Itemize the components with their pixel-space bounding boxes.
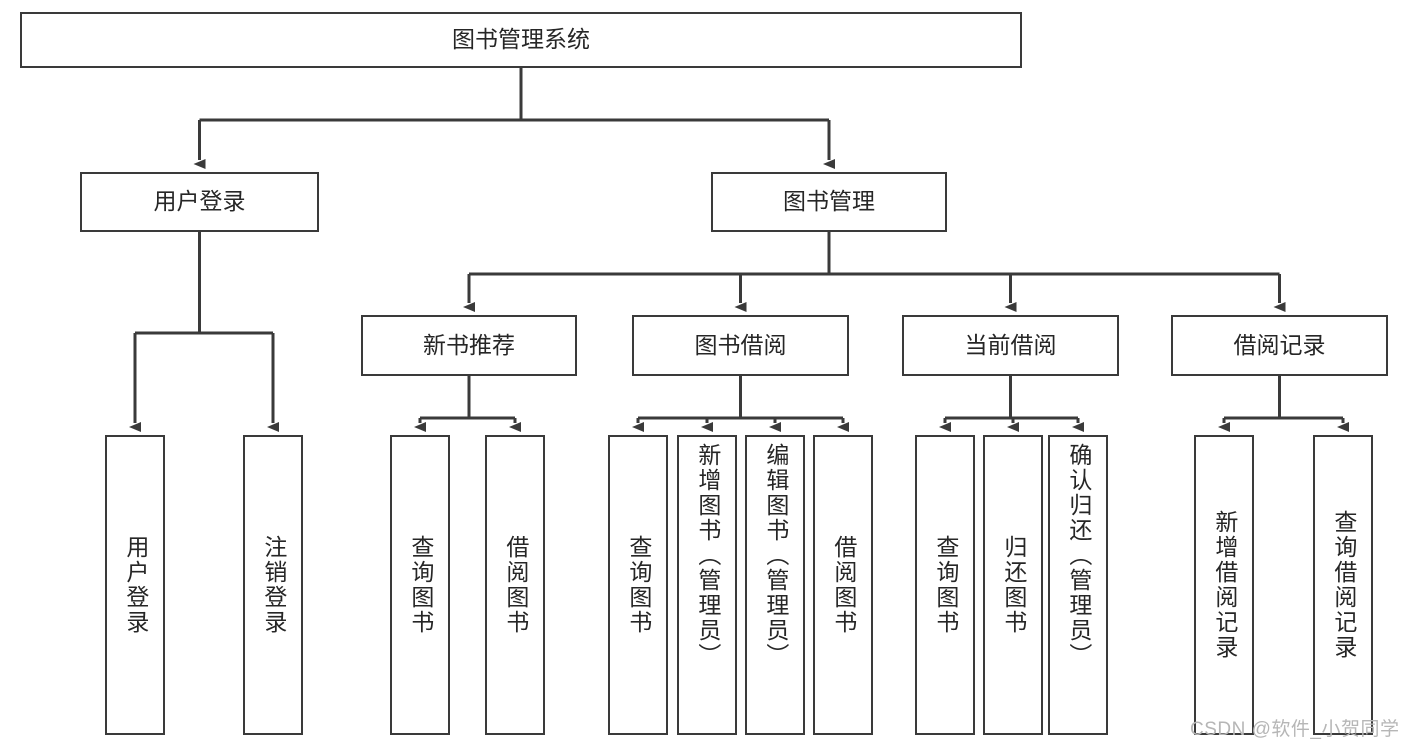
node-leaf-query-book-2[interactable]: 查询图书 (608, 435, 668, 735)
node-root[interactable]: 图书管理系统 (20, 12, 1022, 68)
node-current-borrow[interactable]: 当前借阅 (902, 315, 1119, 376)
node-label: 新书推荐 (423, 331, 515, 358)
node-leaf-query-borrow-record[interactable]: 查询借阅记录 (1313, 435, 1373, 735)
node-label: 借阅图书 (830, 535, 857, 635)
node-leaf-query-book-3[interactable]: 查询图书 (915, 435, 975, 735)
node-label: 查询图书 (625, 535, 652, 635)
node-label: 图书管理 (783, 188, 875, 215)
node-label: 借阅图书 (502, 535, 529, 635)
node-leaf-borrow-book-2[interactable]: 借阅图书 (813, 435, 873, 735)
node-leaf-user-logout[interactable]: 注销登录 (243, 435, 303, 735)
node-leaf-edit-book[interactable]: 编辑图书（管理员） (745, 435, 805, 735)
node-label: 借阅记录 (1233, 331, 1326, 358)
node-book-manage[interactable]: 图书管理 (711, 172, 947, 232)
node-label: 编辑图书（管理员） (762, 443, 789, 668)
node-label: 确认归还（管理员） (1065, 443, 1092, 668)
node-label: 用户登录 (153, 188, 246, 215)
node-leaf-user-login[interactable]: 用户登录 (105, 435, 165, 735)
node-leaf-add-borrow-record[interactable]: 新增借阅记录 (1194, 435, 1254, 735)
node-label: 查询图书 (932, 535, 959, 635)
node-leaf-add-book[interactable]: 新增图书（管理员） (677, 435, 737, 735)
node-label: 用户登录 (122, 535, 149, 635)
node-user-login[interactable]: 用户登录 (80, 172, 319, 232)
node-label: 查询借阅记录 (1330, 510, 1357, 660)
node-label: 新增借阅记录 (1211, 510, 1238, 660)
node-label: 新增图书（管理员） (694, 443, 721, 668)
node-book-borrow[interactable]: 图书借阅 (632, 315, 849, 376)
node-leaf-borrow-book-1[interactable]: 借阅图书 (485, 435, 545, 735)
node-label: 图书借阅 (694, 331, 787, 358)
node-label: 归还图书 (1000, 535, 1027, 635)
node-label: 注销登录 (260, 535, 287, 635)
node-leaf-confirm-return[interactable]: 确认归还（管理员） (1048, 435, 1108, 735)
node-label: 当前借阅 (964, 331, 1057, 358)
node-borrow-record[interactable]: 借阅记录 (1171, 315, 1388, 376)
node-leaf-return-book[interactable]: 归还图书 (983, 435, 1043, 735)
node-new-book-recommend[interactable]: 新书推荐 (361, 315, 577, 376)
node-label: 图书管理系统 (452, 26, 590, 53)
watermark: CSDN @软件_小贺同学 (1190, 719, 1400, 740)
node-label: 查询图书 (407, 535, 434, 635)
node-leaf-query-book-1[interactable]: 查询图书 (390, 435, 450, 735)
